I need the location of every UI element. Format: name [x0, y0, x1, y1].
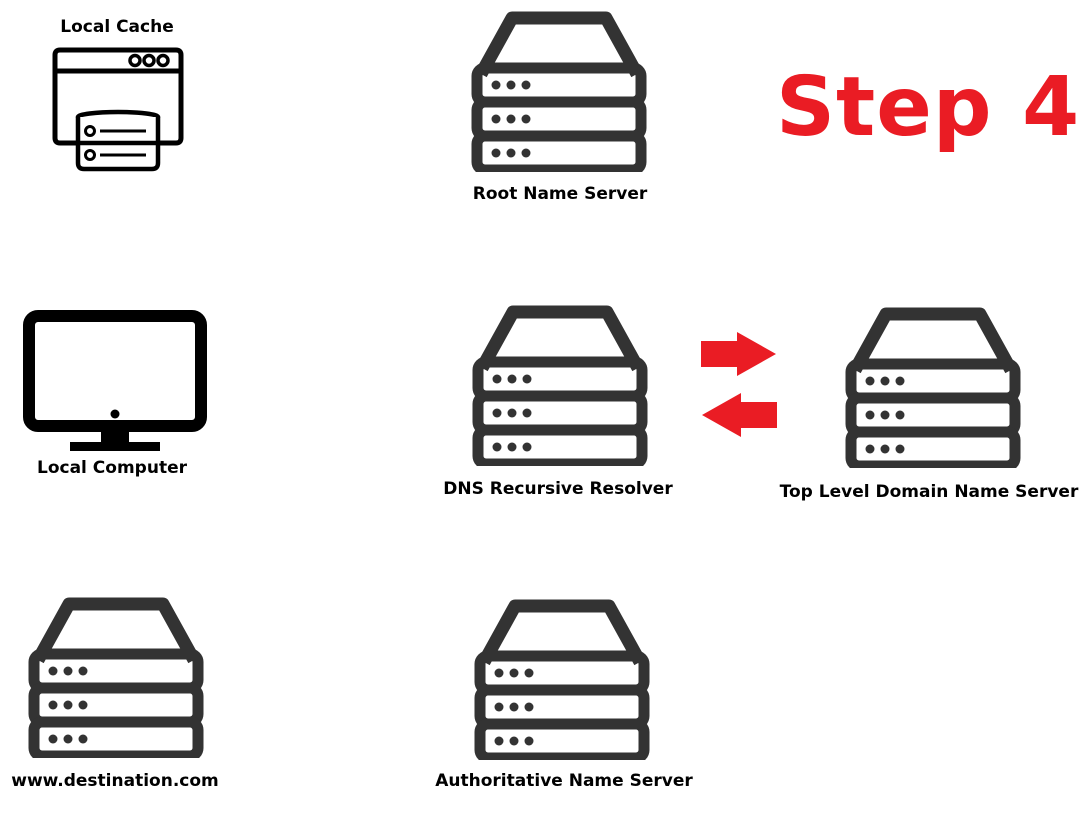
local-cache-label: Local Cache [60, 17, 174, 37]
root-server-icon [469, 10, 649, 172]
arrow-left-icon [699, 391, 779, 439]
monitor-icon [22, 309, 208, 453]
local-computer-label: Local Computer [37, 458, 187, 478]
destination-server-icon [26, 596, 206, 758]
resolver-label: DNS Recursive Resolver [443, 479, 673, 499]
tld-server-label: Top Level Domain Name Server [779, 482, 1079, 502]
arrow-right-icon [699, 330, 779, 378]
browser-database-icon [52, 47, 184, 172]
authoritative-server-icon [472, 598, 652, 760]
destination-label: www.destination.com [11, 771, 219, 791]
authoritative-label: Authoritative Name Server [435, 771, 693, 791]
root-server-label: Root Name Server [472, 184, 648, 204]
tld-server-icon [843, 306, 1023, 468]
resolver-server-icon [470, 304, 650, 466]
step-title: Step 4 [776, 60, 1081, 155]
